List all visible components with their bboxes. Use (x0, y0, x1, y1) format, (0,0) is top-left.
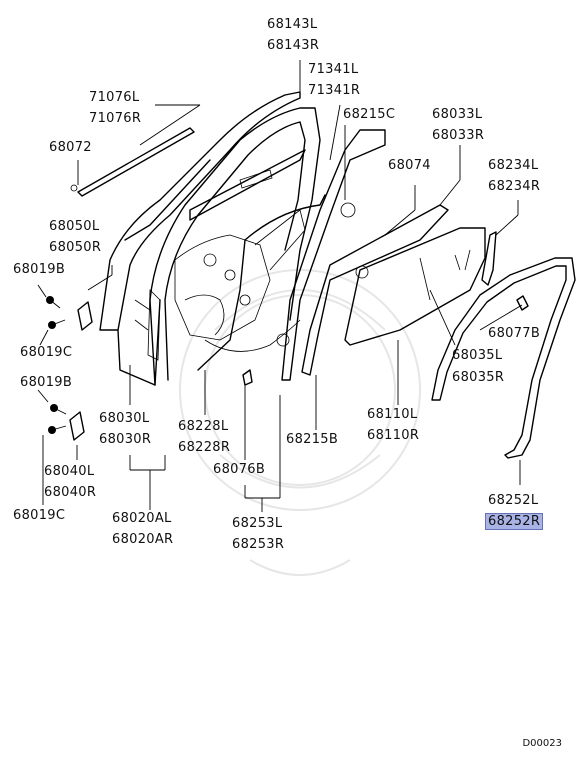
hinges-and-bolts (46, 296, 93, 441)
part-label-71076R: 71076R (89, 111, 142, 126)
part-label-68252R[interactable]: 68252R (484, 513, 544, 530)
part-label-68050L: 68050L (49, 219, 100, 234)
part-label-68253R: 68253R (232, 537, 285, 552)
part-label-68030L: 68030L (99, 411, 150, 426)
part-label-68110L: 68110L (367, 407, 418, 422)
part-label-68234R: 68234R (488, 179, 541, 194)
part-label-68074: 68074 (388, 158, 431, 173)
part-label-68252L: 68252L (488, 493, 539, 508)
diagram-code: D00023 (522, 738, 562, 749)
part-label-68050R: 68050R (49, 240, 102, 255)
part-label-68228L: 68228L (178, 419, 229, 434)
part-label-68019C-lower: 68019C (13, 508, 66, 523)
part-label-68077B: 68077B (488, 326, 541, 341)
part-label-68076B: 68076B (213, 462, 266, 477)
part-label-68033L: 68033L (432, 107, 483, 122)
door-outer-panel (99, 91, 301, 386)
part-label-71341L: 71341L (308, 62, 359, 77)
part-label-68110R: 68110R (367, 428, 420, 443)
part-label-68228R: 68228R (178, 440, 231, 455)
part-label-68019B: 68019B (13, 262, 66, 277)
part-label-71341R: 71341R (308, 83, 361, 98)
part-label-68035L: 68035L (452, 348, 503, 363)
part-label-68143R: 68143R (267, 38, 320, 53)
door-inner-panel (134, 169, 306, 361)
part-label-68020AL: 68020AL (112, 511, 172, 526)
part-label-68253L: 68253L (232, 516, 283, 531)
part-label-68143L: 68143L (267, 17, 318, 32)
part-label-68215C: 68215C (343, 107, 396, 122)
part-label-68215B: 68215B (286, 432, 339, 447)
plugs-and-clips (242, 202, 529, 386)
part-label-68030R: 68030R (99, 432, 152, 447)
door-frame (149, 107, 326, 386)
part-label-68035R: 68035R (452, 370, 505, 385)
part-label-68040L: 68040L (44, 464, 95, 479)
leader-lines (37, 60, 523, 512)
belt-molding (70, 127, 195, 197)
rear-glass-channel (301, 204, 449, 376)
door-glass (344, 227, 486, 346)
weatherstrip (431, 257, 576, 459)
window-channel-sash (281, 129, 386, 381)
part-label-68040R: 68040R (44, 485, 97, 500)
part-label-68234L: 68234L (488, 158, 539, 173)
part-label-68019B-lower: 68019B (20, 375, 73, 390)
part-label-68019C: 68019C (20, 345, 73, 360)
part-label-68072: 68072 (49, 140, 92, 155)
part-label-71076L: 71076L (89, 90, 140, 105)
small-seal-68234 (481, 231, 497, 286)
part-label-68020AR: 68020AR (112, 532, 174, 547)
part-label-68033R: 68033R (432, 128, 485, 143)
